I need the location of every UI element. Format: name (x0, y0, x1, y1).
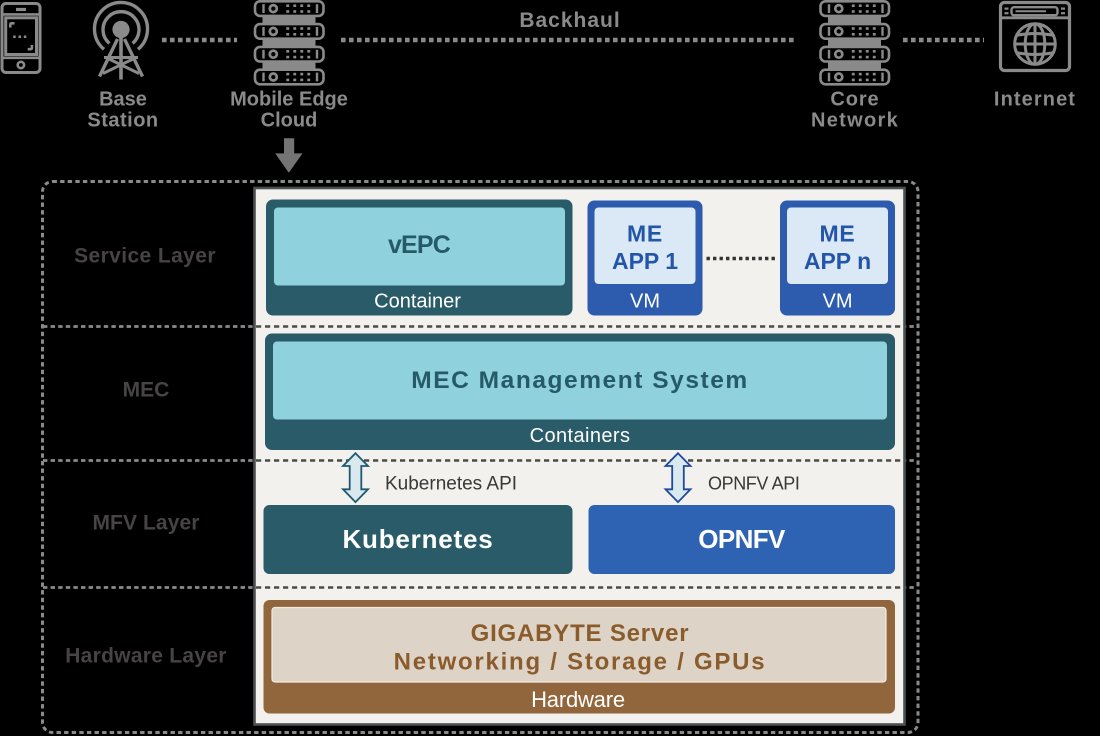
svg-text:Core: Core (830, 89, 879, 111)
svg-text:Container: Container (374, 291, 461, 313)
svg-text:ME: ME (819, 221, 855, 247)
svg-text:OPNFV API: OPNFV API (708, 474, 799, 494)
svg-text:APP n: APP n (804, 248, 871, 274)
svg-text:Kubernetes: Kubernetes (342, 524, 493, 554)
svg-text:Hardware Layer: Hardware Layer (65, 645, 227, 668)
svg-text:Containers: Containers (530, 425, 631, 447)
svg-text:Networking / Storage / GPUs: Networking / Storage / GPUs (394, 649, 767, 676)
svg-text:Backhaul: Backhaul (519, 9, 620, 32)
svg-text:GIGABYTE Server: GIGABYTE Server (471, 620, 690, 647)
svg-text:Kubernetes API: Kubernetes API (385, 474, 517, 495)
svg-text:MEC Management System: MEC Management System (411, 367, 749, 394)
svg-text:Cloud: Cloud (261, 110, 318, 132)
svg-text:ME: ME (627, 221, 663, 247)
svg-text:APP 1: APP 1 (612, 248, 678, 274)
svg-text:VM: VM (823, 291, 853, 313)
svg-text:OPNFV: OPNFV (698, 524, 786, 554)
svg-text:Service Layer: Service Layer (74, 245, 216, 268)
svg-text:Internet: Internet (994, 89, 1076, 111)
svg-text:VM: VM (630, 291, 660, 313)
svg-text:Base: Base (99, 89, 147, 111)
svg-text:vEPC: vEPC (388, 231, 451, 259)
svg-text:MFV Layer: MFV Layer (92, 512, 199, 535)
svg-text:MEC: MEC (123, 379, 170, 402)
svg-text:Mobile Edge: Mobile Edge (230, 89, 348, 111)
svg-text:Station: Station (87, 110, 158, 132)
svg-text:Hardware: Hardware (531, 687, 625, 712)
svg-text:Network: Network (811, 110, 899, 132)
